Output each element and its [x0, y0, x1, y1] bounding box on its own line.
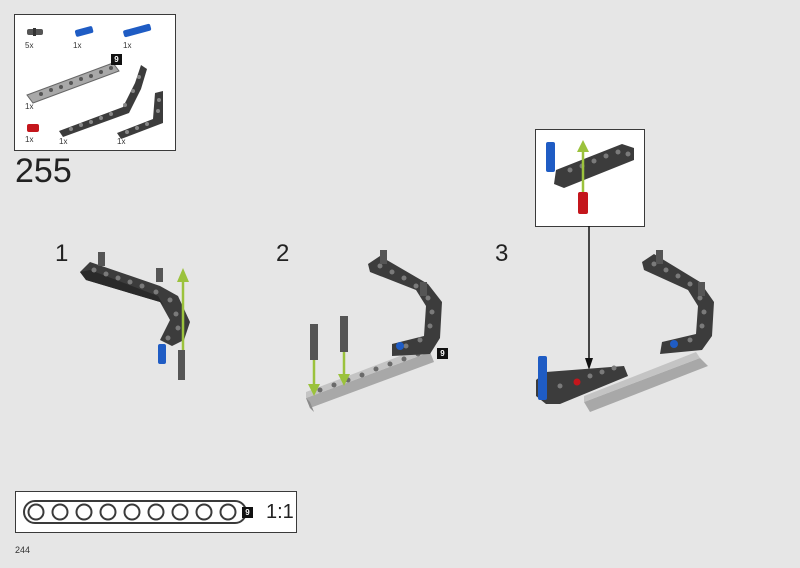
- dark-bent-beam-icon: [59, 65, 147, 137]
- parts-list-panel: 5x 1x 1x 9 1x 1x 1x 1x: [14, 14, 176, 151]
- qty-gray-pin: 5x: [25, 41, 34, 50]
- dark-l-beam-icon: [117, 91, 163, 139]
- red-pin-icon: [27, 124, 39, 132]
- qty-red-pin: 1x: [25, 135, 34, 144]
- qty-gray-beam: 1x: [25, 102, 34, 111]
- blue-long-pin-icon: [123, 23, 152, 38]
- page-number: 244: [15, 545, 31, 555]
- parts-illustration: [26, 23, 163, 139]
- qty-dark-l-beam: 1x: [117, 137, 126, 146]
- step-number: 255: [15, 152, 72, 190]
- qty-blue-long-pin: 1x: [123, 41, 132, 50]
- gray-beam-icon: [26, 62, 120, 104]
- step2-beam-badge: 9: [437, 348, 448, 359]
- beam-ruler-panel: 9 1:1: [15, 491, 297, 533]
- gray-pin-icon: [27, 28, 43, 36]
- callout-illustration: [546, 140, 634, 214]
- beam-length-badge: 9: [111, 54, 122, 65]
- sub-step-1-label: 1: [55, 240, 69, 267]
- beam-ruler-illustration: [23, 500, 247, 524]
- ruler-beam-badge: 9: [242, 507, 253, 518]
- callout-panel: [535, 129, 645, 227]
- ruler-scale: 1:1: [266, 501, 294, 523]
- sub-step-3-label: 3: [495, 240, 509, 267]
- qty-dark-bent-beam: 1x: [59, 137, 68, 146]
- blue-axle-pin-icon: [74, 26, 94, 37]
- sub-step-2-label: 2: [276, 240, 290, 267]
- qty-blue-axle-pin: 1x: [73, 41, 82, 50]
